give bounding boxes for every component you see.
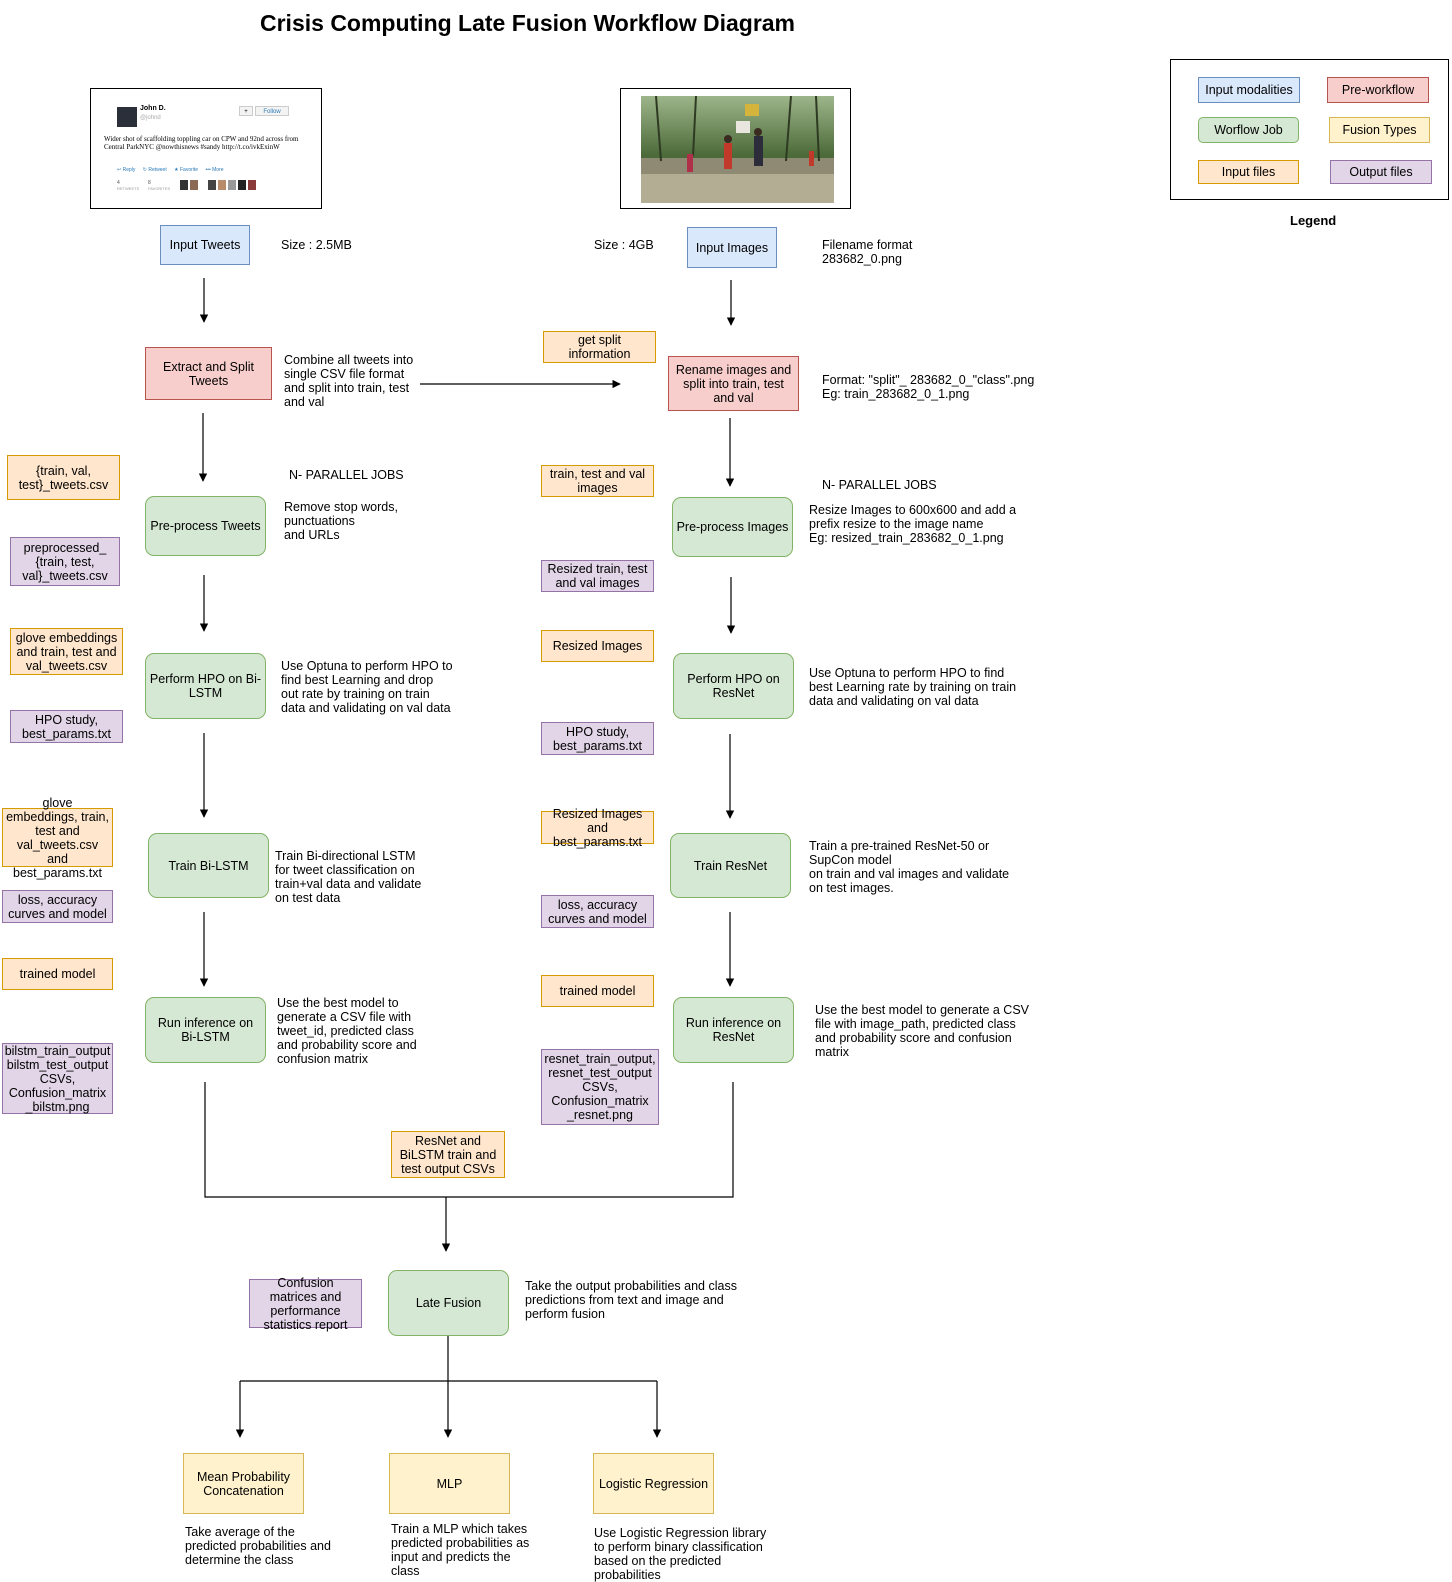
train-resnet: Train ResNet [670,833,791,898]
more-action: ••• More [205,167,224,173]
retweet-action: ↻ Retweet [142,167,167,173]
file-text-trained-model: trained model [2,958,113,990]
file-hpo-study-text: HPO study, best_params.txt [10,710,123,743]
file-glove-embeddings: glove embeddings and train, test and val… [10,628,123,675]
preprocess-images: Pre-process Images [672,497,793,557]
legend-caption: Legend [1290,213,1337,228]
file-train-test-val-images: train, test and val images [541,465,654,497]
logistic-regression-note: Use Logistic Regression library to perfo… [594,1526,767,1582]
input-images: Input Images [687,227,777,268]
tweet-screenshot: John D. @johnd + Follow Wider shot of sc… [90,88,322,209]
tweet-favorite-count: 8 FAVORITES [148,180,171,191]
input-tweets: Input Tweets [160,225,250,265]
train-resnet-note: Train a pre-trained ResNet-50 or SupCon … [809,839,1010,895]
legend-input-files: Input files [1198,160,1299,184]
file-resized-best-params: Resized Images and best_params.txt [541,807,654,849]
flood-photo [641,96,834,203]
tweet-add-user-button: + [239,106,253,116]
file-glove-best-params: glove embeddings, train, test and val_tw… [2,796,113,880]
hpo-bilstm-note: Use Optuna to perform HPO to find best L… [281,659,453,715]
file-image-trained-model: trained model [541,975,654,1007]
tweet-actions: ↩ Reply ↻ Retweet ★ Favorite ••• More [117,167,223,173]
tweet-retweet-count: 4 RETWEETS [117,180,140,191]
file-image-loss-curves: loss, accuracy curves and model [541,895,654,928]
legend-fusion-types: Fusion Types [1329,117,1430,143]
mean-probability-note: Take average of the predicted probabilit… [185,1525,331,1567]
text-parallel-jobs: N- PARALLEL JOBS [289,468,404,482]
preprocess-images-note: Resize Images to 600x600 and add a prefi… [809,503,1017,545]
tweet-avatar [117,107,137,127]
hpo-bilstm: Perform HPO on Bi-LSTM [145,653,266,719]
tweets-size: Size : 2.5MB [281,238,352,252]
late-fusion-note: Take the output probabilities and class … [525,1279,737,1321]
extract-split-tweets: Extract and Split Tweets [145,347,272,400]
tweet-user: John D. [140,105,166,112]
get-split-information: get split information [543,331,656,363]
favorite-action: ★ Favorite [174,167,199,173]
preprocess-tweets: Pre-process Tweets [145,496,266,556]
infer-bilstm: Run inference on Bi-LSTM [145,997,266,1063]
tweet-text: Wider shot of scaffolding toppling car o… [104,135,299,151]
fusion-mlp: MLP [389,1453,510,1514]
diagram-title: Crisis Computing Late Fusion Workflow Di… [260,10,796,36]
hpo-resnet-note: Use Optuna to perform HPO to find best L… [809,666,1017,708]
extract-note: Combine all tweets into single CSV file … [284,353,414,409]
file-text-loss-curves: loss, accuracy curves and model [2,890,113,923]
rename-note: Format: "split"_ 283682_0_"class".png Eg… [822,373,1035,401]
merge-line [204,1082,734,1198]
late-fusion: Late Fusion [388,1270,509,1336]
mlp-note: Train a MLP which takes predicted probab… [391,1522,530,1578]
image-parallel-jobs: N- PARALLEL JOBS [822,478,937,492]
file-resized-images-output: Resized train, test and val images [541,560,654,592]
flood-image [620,88,851,209]
train-bilstm-note: Train Bi-directional LSTM for tweet clas… [275,849,422,905]
hpo-resnet: Perform HPO on ResNet [673,653,794,719]
file-tweets-csv: {train, val, test}_tweets.csv [7,455,120,500]
tweet-favoriter-avatars [180,180,270,190]
fusion-mean-probability: Mean Probability Concatenation [183,1453,304,1514]
file-resnet-outputs: resnet_train_output, resnet_test_output … [541,1049,659,1125]
file-fusion-report: Confusion matrices and performance stati… [249,1276,362,1332]
preprocess-tweets-note: Remove stop words, punctuations and URLs [284,500,398,542]
images-size: Size : 4GB [594,238,654,252]
legend-input-modalities: Input modalities [1198,77,1300,103]
infer-bilstm-note: Use the best model to generate a CSV fil… [277,996,417,1066]
file-hpo-study-image: HPO study, best_params.txt [541,722,654,755]
legend-pre-workflow: Pre-workflow [1327,77,1429,103]
infer-resnet: Run inference on ResNet [673,997,794,1063]
infer-resnet-note: Use the best model to generate a CSV fil… [815,1003,1030,1059]
tweet-handle: @johnd [140,115,161,121]
legend-output-files: Output files [1330,160,1432,184]
filename-format-note: Filename format 283682_0.png [822,238,913,266]
legend-workflow-job: Worflow Job [1198,117,1299,143]
train-bilstm: Train Bi-LSTM [148,833,269,898]
reply-action: ↩ Reply [117,167,136,173]
file-preprocessed-tweets: preprocessed_ {train, test, val}_tweets.… [10,537,120,586]
rename-split-images: Rename images and split into train, test… [668,356,799,411]
file-resized-images: Resized Images [541,630,654,662]
file-fusion-inputs: ResNet and BiLSTM train and test output … [391,1131,505,1178]
tweet-follow-button: Follow [255,106,289,116]
file-bilstm-outputs: bilstm_train_output bilstm_test_output C… [2,1043,113,1114]
fusion-logistic-regression: Logistic Regression [593,1453,714,1514]
